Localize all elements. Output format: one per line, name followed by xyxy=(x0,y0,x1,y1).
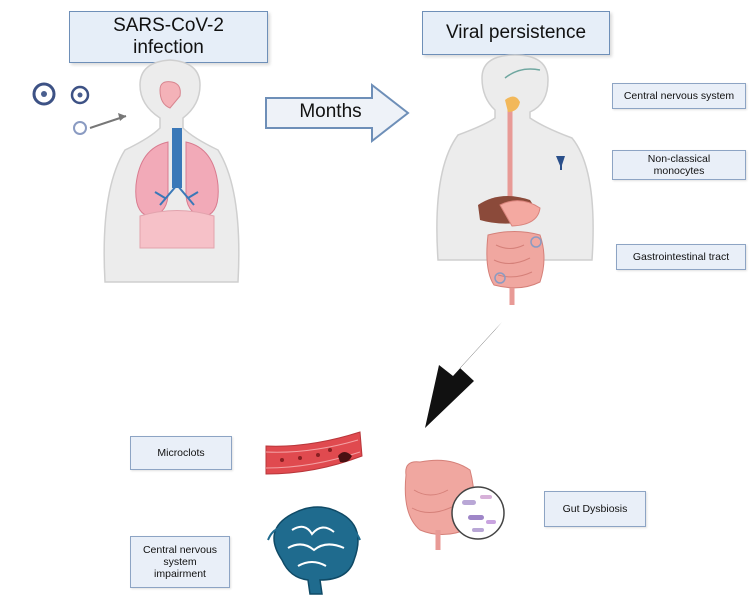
monocytes-box: Non-classical monocytes xyxy=(612,150,746,180)
months-arrow xyxy=(265,82,410,144)
infection-box: SARS-CoV-2 infection xyxy=(69,11,268,63)
blood-vessel-icon xyxy=(265,431,363,475)
monocyte-icon xyxy=(556,156,565,170)
brain-icon xyxy=(267,506,361,595)
gut-dysbiosis-box: Gut Dysbiosis xyxy=(544,491,646,527)
microclots-box: Microclots xyxy=(130,436,232,470)
cns-line xyxy=(504,68,541,79)
gi-tract-icon xyxy=(478,96,545,305)
months-label: Months xyxy=(299,101,362,122)
virus-icon xyxy=(32,82,90,135)
bacteria-icon xyxy=(451,486,505,540)
consequence-arrow xyxy=(425,322,502,428)
lungs-icon xyxy=(135,141,219,249)
gi-tract-box: Gastrointestinal tract xyxy=(616,244,746,270)
viral-persistence-box: Viral persistence xyxy=(422,11,610,55)
cns-impairment-box: Central nervous system impairment xyxy=(130,536,230,588)
airway-icon xyxy=(154,81,199,206)
cns-box: Central nervous system xyxy=(612,83,746,109)
persistence-torso xyxy=(436,54,594,261)
